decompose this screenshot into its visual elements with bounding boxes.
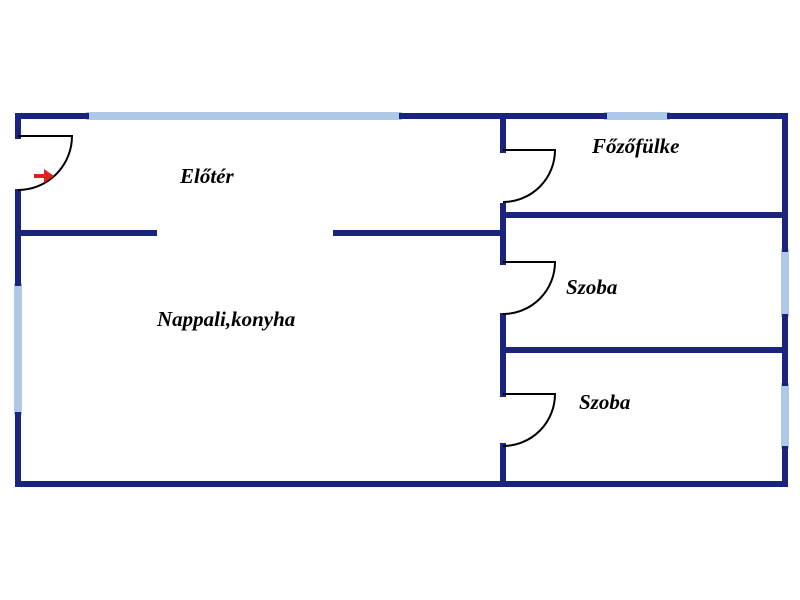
walls (15, 113, 788, 487)
windows (14, 112, 789, 449)
door-room-2 (502, 393, 557, 447)
room-label-nappali: Nappali,konyha (156, 307, 295, 331)
arrow-right-icon (34, 169, 54, 183)
room-label-szoba-2: Szoba (579, 390, 630, 414)
door-entrance (17, 135, 74, 191)
room-label-szoba-1: Szoba (566, 275, 617, 299)
room-label-fozofulke: Főzőfülke (591, 134, 680, 158)
room-label-eloter: Előtér (179, 164, 234, 188)
doors (17, 135, 557, 447)
door-kitchenette (502, 149, 557, 203)
door-room-1 (502, 261, 557, 315)
